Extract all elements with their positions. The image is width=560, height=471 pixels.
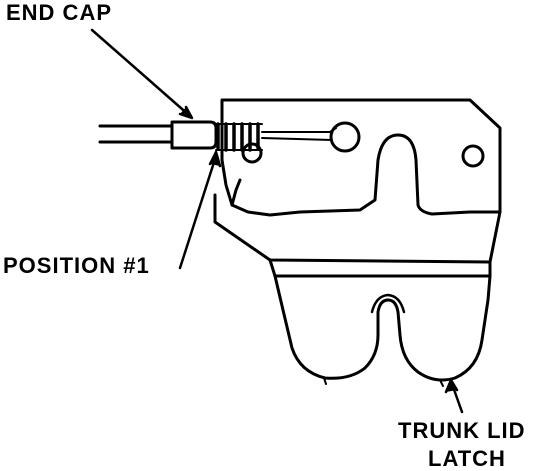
end-cap-leader	[90, 28, 192, 118]
latch-lower-housing	[213, 193, 502, 387]
trunk-lid-label-line1: TRUNK LID	[398, 418, 526, 443]
latch-upper-plate	[220, 98, 502, 217]
end-cap	[170, 120, 218, 150]
end-cap-label: END CAP	[6, 0, 113, 25]
position-arrowhead	[208, 150, 222, 168]
end-cap-arrowhead	[178, 105, 194, 120]
cable	[98, 124, 174, 144]
mounting-holes	[241, 121, 485, 168]
position-leader	[178, 154, 218, 270]
trunk-latch-arrowhead	[444, 378, 459, 394]
position-label: POSITION #1	[3, 253, 150, 278]
trunk-lid-label-line2: LATCH	[428, 446, 506, 471]
pivot-hole	[329, 121, 361, 153]
mounting-hole-right	[461, 144, 485, 168]
leader-lines	[90, 28, 464, 414]
trunk-lid-latch-label: TRUNK LID LATCH	[398, 420, 526, 470]
small-hole-left	[241, 142, 263, 164]
spring-coil	[215, 122, 263, 152]
actuator-rod	[261, 127, 337, 141]
